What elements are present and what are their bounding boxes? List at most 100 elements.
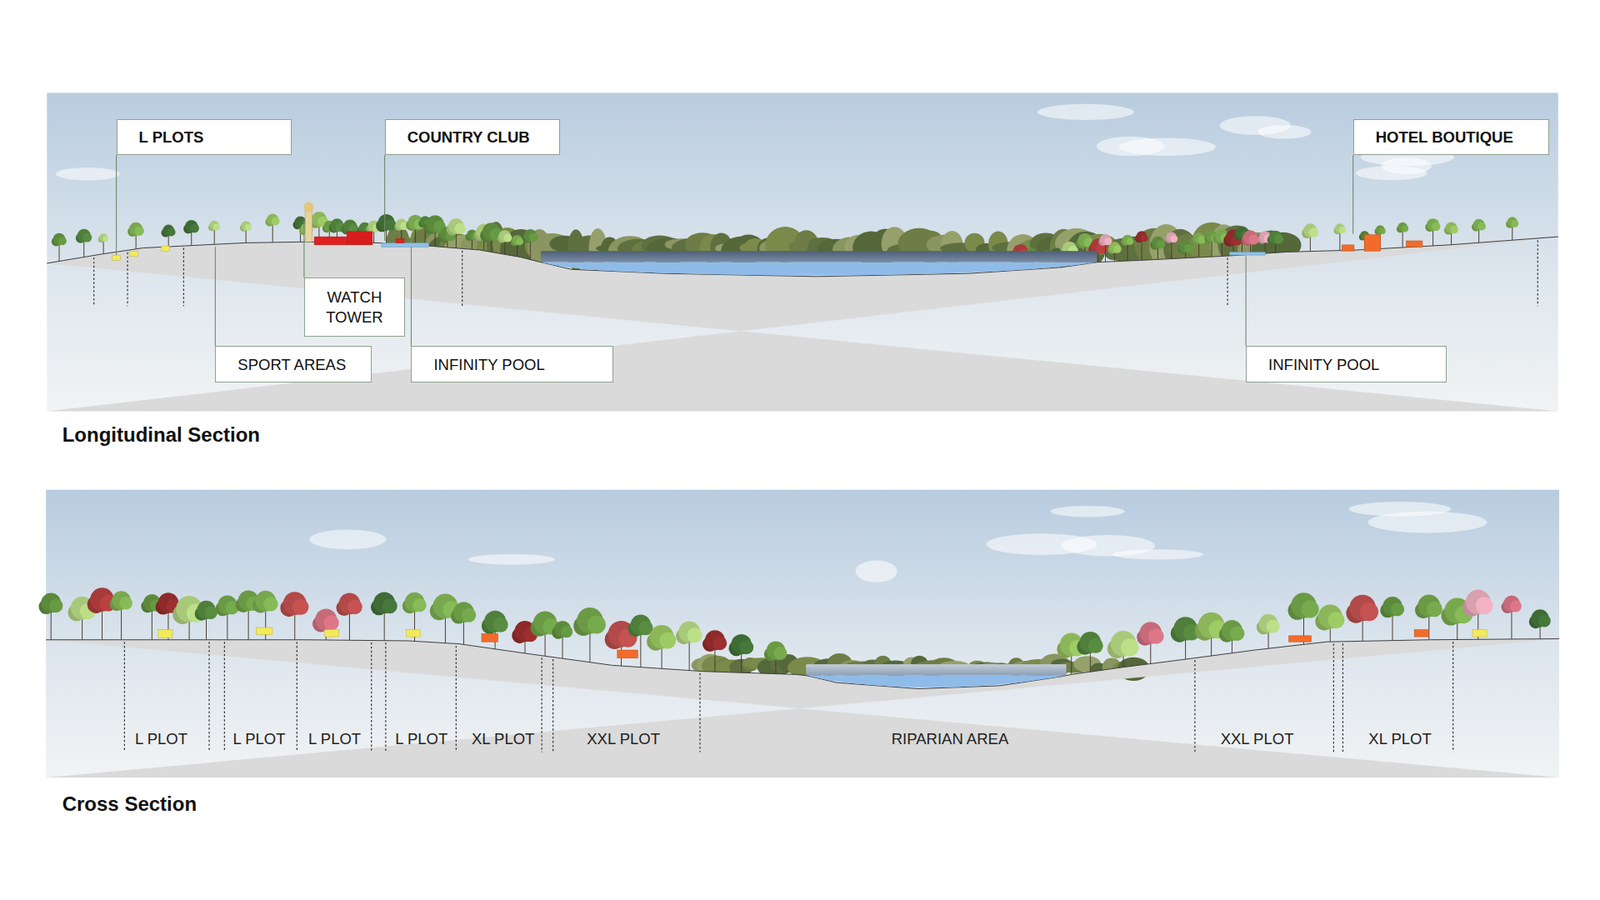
tree-crown	[49, 599, 64, 614]
tree-crown	[687, 627, 703, 643]
cloud	[1119, 138, 1216, 157]
plot-label: XXL PLOT	[1220, 729, 1295, 748]
tree	[728, 634, 754, 673]
section-title: Cross Section	[62, 791, 197, 816]
cloud	[855, 560, 898, 582]
callout-text: INFINITY POOL	[433, 355, 545, 375]
tree	[215, 595, 239, 640]
watch-tower-top	[303, 201, 314, 212]
plot-label: XL PLOT	[1368, 729, 1431, 748]
tree	[1165, 232, 1178, 260]
leader-line	[215, 246, 216, 346]
cloud	[1258, 125, 1312, 140]
tree	[764, 640, 788, 674]
plot-boundary	[552, 659, 554, 752]
leader-line	[1352, 155, 1354, 234]
tree-crown	[515, 238, 524, 246]
plot-boundary	[1226, 258, 1228, 307]
tree	[1444, 222, 1459, 245]
plot-boundary	[461, 250, 463, 307]
tree-crown	[213, 223, 220, 230]
tree-crown	[1197, 235, 1206, 245]
tree	[265, 213, 280, 242]
tree-crown	[739, 640, 754, 655]
cloud	[468, 554, 555, 565]
callout-text: SPORT AREAS	[237, 355, 346, 375]
tree	[446, 218, 466, 249]
tree	[675, 621, 702, 671]
plot-boundary	[1452, 641, 1454, 752]
tree-crown	[454, 223, 465, 235]
house-xl-plot	[481, 633, 499, 642]
hotel-building	[1341, 245, 1355, 251]
tree-crown	[659, 631, 676, 649]
tree	[1120, 235, 1134, 261]
tree-crown	[774, 646, 788, 660]
tree	[1505, 216, 1519, 240]
tree	[375, 214, 396, 244]
tree-crown	[1126, 237, 1135, 245]
country-club-building	[314, 236, 347, 245]
tree-crown	[271, 217, 280, 226]
lake-surface	[540, 250, 1097, 262]
tree-crown	[1230, 625, 1245, 640]
infinity-pool	[1230, 251, 1266, 255]
tree	[1177, 240, 1193, 258]
tree	[1219, 620, 1245, 654]
cloud	[985, 533, 1097, 555]
tree	[573, 607, 606, 663]
house-l-plot	[130, 250, 139, 256]
tree	[1315, 605, 1345, 643]
tree	[497, 230, 513, 255]
house-xxl-plot	[617, 650, 638, 659]
plot-boundary	[296, 641, 298, 752]
tree-crown	[204, 606, 218, 620]
tree	[1471, 219, 1486, 244]
plot-boundary	[699, 673, 700, 753]
tree	[1529, 609, 1551, 639]
tree-crown	[263, 596, 278, 611]
plot-boundary	[370, 642, 372, 752]
plot-label: XL PLOT	[471, 729, 535, 748]
tree	[510, 235, 524, 257]
callout-text: WATCH TOWER	[310, 287, 400, 326]
callout-box: L PLOTS	[116, 119, 293, 155]
tree	[1241, 230, 1260, 255]
tree-crown	[1148, 628, 1165, 645]
tree-crown	[1170, 235, 1179, 243]
country-club-building	[395, 239, 405, 244]
tree-trunk	[1339, 230, 1340, 251]
tree	[1136, 621, 1164, 664]
tree-crown	[1390, 602, 1405, 616]
tree	[87, 587, 117, 640]
callout-text: HOTEL BOUTIQUE	[1375, 127, 1514, 147]
tree-crown	[1309, 227, 1319, 237]
tree-crown	[1274, 235, 1284, 245]
plot-label: L PLOT	[308, 729, 361, 748]
callout-box: HOTEL BOUTIQUE	[1353, 119, 1550, 155]
plot-boundary	[124, 641, 125, 752]
plot-boundary	[1333, 643, 1335, 752]
terrain-line	[45, 639, 1560, 690]
tree-crown	[347, 599, 363, 615]
house-l-plot	[324, 630, 339, 638]
tree	[402, 592, 427, 642]
tree-crown	[1538, 615, 1551, 628]
ground-section	[46, 236, 1558, 411]
tree	[1288, 592, 1320, 645]
tree	[75, 229, 92, 258]
tree-crown	[1360, 602, 1379, 621]
tree-crown	[412, 598, 426, 612]
tree	[51, 233, 67, 262]
house-l-plot	[255, 627, 273, 635]
plot-label: L PLOT	[135, 729, 188, 748]
tree-crown	[1120, 638, 1139, 656]
tree-crown	[1450, 225, 1459, 235]
tree-crown	[713, 635, 728, 650]
leader-line	[1245, 255, 1247, 346]
tree	[127, 222, 145, 250]
callout-text: INFINITY POOL	[1268, 355, 1380, 375]
hotel-building	[1364, 235, 1381, 252]
callout-box: SPORT AREAS	[215, 345, 371, 383]
plot-boundary	[1342, 643, 1344, 752]
